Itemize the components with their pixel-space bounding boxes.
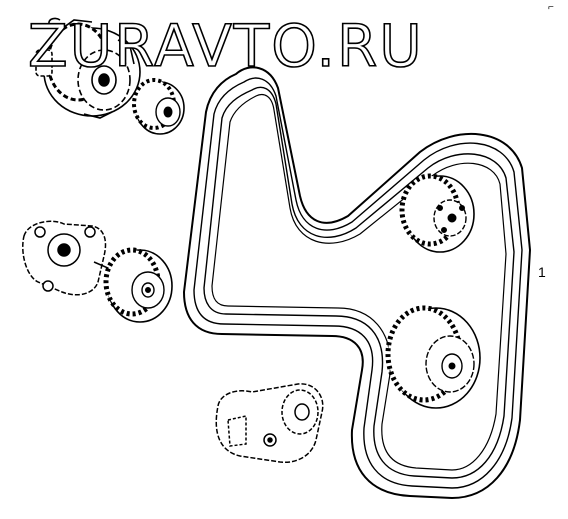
alternator-icon [35, 17, 141, 119]
crankshaft-pulley-icon [385, 305, 481, 409]
callout-label: 1 [538, 264, 546, 280]
drive-belt [183, 66, 531, 499]
idler-pulley-icon [103, 247, 173, 323]
corner-mark: ⌐ [548, 2, 554, 13]
power-steering-pump-icon [22, 220, 113, 296]
belt-tensioner-icon [215, 383, 324, 464]
alternator-pulley-icon [132, 78, 185, 135]
watermark-text: ZURAVTO.RU [28, 12, 424, 80]
water-pump-pulley-icon [399, 173, 475, 253]
